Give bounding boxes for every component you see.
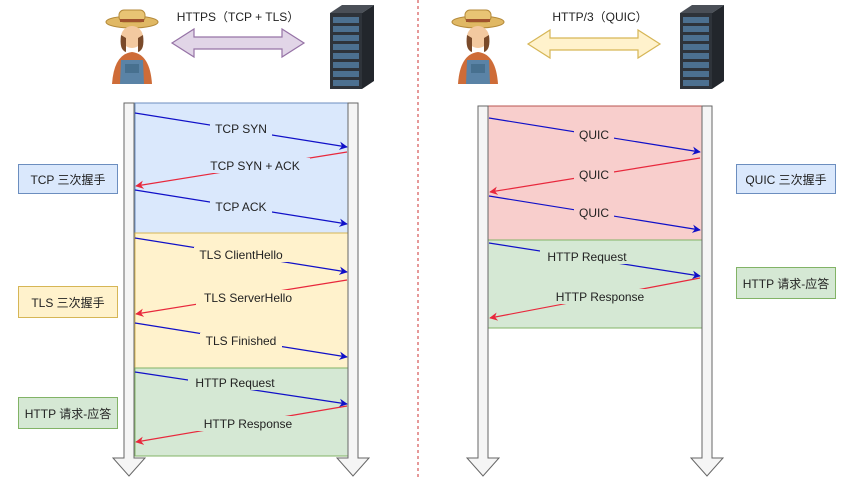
message-label: QUIC (579, 168, 609, 182)
right-message-4: HTTP Request (488, 242, 701, 279)
server-rack-icon (680, 5, 724, 89)
message-label: HTTP Request (195, 376, 275, 390)
left-message-3: TCP ACK (134, 189, 348, 227)
message-label: TCP ACK (215, 200, 266, 214)
message-label: TCP SYN (215, 122, 267, 136)
left-protocol-label: HTTPS（TCP + TLS） (177, 10, 300, 24)
message-label: HTTP Response (556, 290, 645, 304)
right-message-5: HTTP Response (489, 277, 701, 321)
message-label: QUIC (579, 128, 609, 142)
right-client-lifeline (465, 105, 501, 477)
right-http-exchange-label: HTTP 请求-应答 (736, 267, 836, 299)
server-rack-icon (330, 5, 374, 89)
farmer-client-icon (105, 9, 159, 84)
left-http-exchange-label: HTTP 请求-应答 (18, 397, 118, 429)
right-server-lifeline (689, 105, 725, 477)
left-message-7: HTTP Request (134, 371, 348, 408)
right-message-3: QUIC (488, 195, 701, 233)
message-label: HTTP Request (547, 250, 627, 264)
left-message-6: TLS Finished (134, 322, 348, 360)
message-label: QUIC (579, 206, 609, 220)
right-message-1: QUIC (488, 117, 701, 155)
tcp-handshake-label: TCP 三次握手 (18, 164, 118, 194)
message-label: TLS ServerHello (204, 291, 292, 305)
message-label: HTTP Response (204, 417, 293, 431)
right-double-arrow (526, 28, 662, 60)
right-message-2: QUIC (489, 157, 701, 195)
message-label: TLS ClientHello (199, 248, 283, 262)
left-message-1: TCP SYN (134, 112, 348, 150)
left-double-arrow (170, 27, 306, 59)
farmer-client-icon (451, 9, 505, 84)
right-protocol-label: HTTP/3（QUIC） (552, 10, 647, 24)
left-server-lifeline (335, 102, 371, 477)
quic-handshake-label: QUIC 三次握手 (736, 164, 836, 194)
tls-handshake-label: TLS 三次握手 (18, 286, 118, 318)
left-message-8: HTTP Response (135, 405, 348, 445)
left-message-4: TLS ClientHello (134, 237, 348, 275)
left-message-5: TLS ServerHello (135, 279, 348, 317)
message-label: TCP SYN + ACK (210, 159, 299, 173)
message-label: TLS Finished (206, 334, 277, 348)
left-message-2: TCP SYN + ACK (135, 151, 348, 189)
left-client-lifeline (111, 102, 147, 477)
